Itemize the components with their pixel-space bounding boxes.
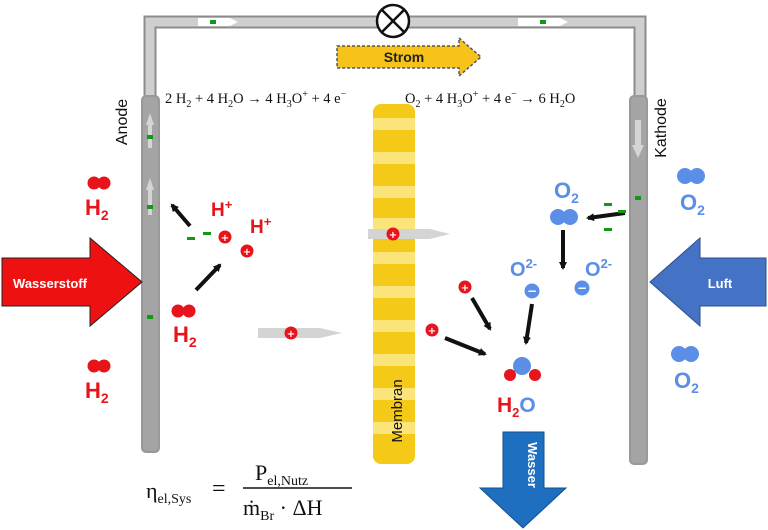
svg-text:+: + — [243, 247, 251, 258]
water-molecule: H2O — [497, 357, 541, 420]
proton-to-water-arrow — [470, 296, 492, 331]
o2-molecule-reacting: O2 — [550, 178, 579, 225]
membrane: Membran — [373, 104, 415, 464]
hplus-ion: + H+ — [240, 214, 272, 258]
efficiency-formula: ηel,Sys = Pel,Nutz ṁBr · ΔH — [146, 460, 352, 524]
svg-text:+: + — [428, 326, 436, 337]
strom-arrow: Strom — [336, 36, 483, 78]
oxide-ion-label: O2- — [585, 256, 612, 281]
wasserstoff-label: Wasserstoff — [13, 276, 88, 291]
cathode-equation: O2 + 4 H3O+ + 4 e− → 6 H2O — [405, 89, 575, 110]
electron — [187, 237, 195, 240]
denominator: ṁBr · ΔH — [243, 495, 323, 524]
oxide-ion: − O2- — [574, 256, 612, 296]
h2-molecule-top: H2 — [85, 176, 111, 223]
split-arrow — [194, 263, 222, 292]
h2-label-reacting: H2 — [173, 322, 197, 350]
numerator: Pel,Nutz — [255, 460, 308, 489]
o2-molecule-top: O2 — [677, 168, 705, 218]
h2-label-top: H2 — [85, 195, 109, 223]
wasser-label: Wasser — [525, 442, 540, 488]
anode-electron-flow — [146, 113, 154, 319]
electron — [604, 203, 612, 206]
cathode-electrode — [629, 95, 648, 465]
o2-molecule-bottom: O2 — [671, 346, 699, 396]
oxide-ion-label: O2- — [510, 256, 537, 281]
svg-text:+: + — [389, 230, 397, 241]
svg-text:−: − — [527, 284, 537, 298]
o2-label-reacting: O2 — [554, 178, 579, 206]
luft-inlet-arrow: Luft — [649, 236, 767, 328]
proton-transport-arrow: + — [258, 326, 342, 340]
proton-in-membrane-arrow: + — [368, 227, 450, 241]
equals-sign: = — [212, 476, 226, 502]
svg-text:+: + — [221, 233, 229, 244]
luft-label: Luft — [708, 276, 733, 291]
wasserstoff-inlet-arrow: Wasserstoff — [1, 236, 143, 328]
o2-label-top: O2 — [680, 190, 705, 218]
strom-label: Strom — [384, 49, 424, 65]
electron-to-o2-arrow — [586, 211, 626, 222]
h2-molecule-bottom: H2 — [85, 359, 111, 406]
anode-electrode — [141, 95, 160, 453]
h2-label-bottom: H2 — [85, 378, 109, 406]
electron-to-anode-arrow — [170, 203, 192, 228]
electron — [618, 210, 626, 213]
hplus-label: H+ — [250, 214, 272, 238]
hplus-ion: + H+ — [211, 197, 233, 244]
oxide-to-water-arrow — [522, 303, 534, 345]
membran-label: Membran — [389, 379, 406, 442]
eta-symbol: ηel,Sys — [146, 478, 191, 507]
electron — [203, 232, 211, 235]
svg-text:−: − — [577, 281, 587, 295]
lamp-icon — [375, 3, 411, 39]
hplus-ion-cathode: + — [458, 280, 472, 294]
anode-label: Anode — [114, 99, 131, 145]
o2-label-bottom: O2 — [674, 368, 699, 396]
hplus-ion-cathode: + — [425, 323, 439, 337]
svg-text:+: + — [287, 329, 295, 340]
h2-molecule-reacting: H2 — [171, 304, 197, 350]
h2o-label: H2O — [497, 394, 536, 420]
wire-electron-markers — [198, 18, 568, 26]
svg-text:+: + — [461, 283, 469, 294]
oxide-ion: − O2- — [510, 256, 540, 299]
electron — [604, 228, 612, 231]
cathode-electron-flow — [632, 120, 644, 200]
proton-to-water-arrow — [444, 336, 487, 356]
kathode-label: Kathode — [653, 98, 670, 158]
wasser-outlet-arrow: Wasser — [478, 431, 568, 529]
hplus-label: H+ — [211, 197, 233, 221]
anode-equation: 2 H2 + 4 H2O → 4 H3O+ + 4 e− — [165, 89, 347, 110]
